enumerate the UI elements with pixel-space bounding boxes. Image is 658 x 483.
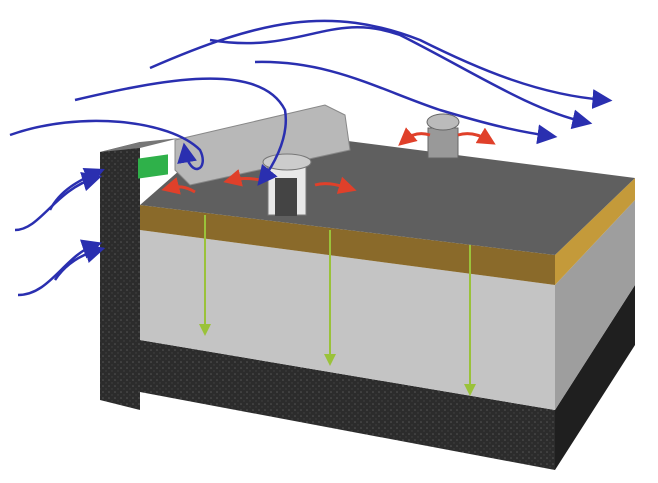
airflow-arrow [74,77,288,186]
parapet-wall-top [100,138,180,152]
concrete-slab-front [140,230,555,410]
vapor-arrow [223,169,261,187]
vapor-arrow [314,176,357,194]
base-layer-front [140,340,555,470]
vapor-arrow [398,127,431,146]
airflow-arrow [48,167,105,211]
parapet-wall-front [100,142,140,410]
airflow-arrow [53,243,106,281]
airflow-arrow [17,239,103,297]
vapor-arrow [457,127,496,145]
airflow-arrow [254,60,558,145]
airflow-arrow [9,119,204,171]
edge-vent-green [138,154,168,179]
roof-vent-center [262,153,312,216]
insulation-front [140,205,555,285]
roof-vent-right [426,113,460,159]
insulation-side [555,178,635,285]
airflow-arrow [149,19,613,110]
base-layer-side [555,285,635,470]
vapor-arrow [161,177,196,195]
airflow-arrow [209,26,593,130]
ridge-vent [174,104,351,186]
concrete-slab-side [555,200,635,410]
